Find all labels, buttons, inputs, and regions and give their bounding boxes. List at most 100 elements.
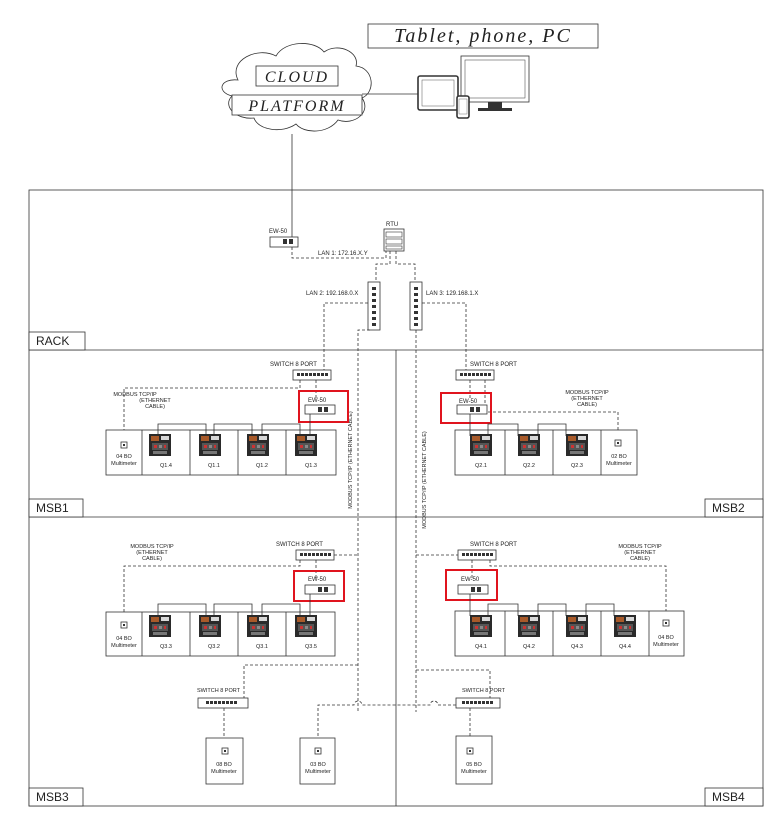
rack-ew50-device xyxy=(270,237,298,247)
lan2-to-msb1 xyxy=(324,303,368,372)
msb3-breaker-img-3 xyxy=(295,615,317,637)
msb2-switch-label: SWITCH 8 PORT xyxy=(470,362,517,368)
msb1-switch-label: SWITCH 8 PORT xyxy=(270,362,317,368)
msb4-breaker-3: Q4.4 xyxy=(619,644,631,650)
msb2-breaker-1: Q2.2 xyxy=(523,463,535,469)
msb3-meter-suffix: Multimeter xyxy=(111,643,137,649)
msb1-breaker-img-0 xyxy=(149,434,171,456)
msb2-breaker-0: Q2.1 xyxy=(475,463,487,469)
vertical-modbus-left: MODBUS TCP/IP (ETHERNET CABLE) xyxy=(348,411,354,509)
devices-icon xyxy=(418,56,529,118)
bottom-meter-0-suffix: Multimeter xyxy=(211,769,237,775)
msb4-meter-suffix: Multimeter xyxy=(653,642,679,648)
bottom-meter-2-box xyxy=(456,736,492,784)
msb1-meter-suffix: Multimeter xyxy=(111,461,137,467)
lan2-uplink xyxy=(376,251,390,282)
msb2-meter-code: 02 BO xyxy=(611,454,627,460)
msb4-breaker-0: Q4.1 xyxy=(475,644,487,650)
bottom-meter-1-suffix: Multimeter xyxy=(305,769,331,775)
msb3-switch-label: SWITCH 8 PORT xyxy=(276,542,323,548)
msb1-breaker-2: Q1.2 xyxy=(256,463,268,469)
msb1-ew50-device xyxy=(305,405,335,414)
msb3-breaker-img-2 xyxy=(247,615,269,637)
msb1-switch xyxy=(293,370,331,380)
cloud-line1: CLOUD xyxy=(265,69,329,86)
bottom-meter-0-box xyxy=(206,738,243,784)
msb3-bottom-switch-link xyxy=(244,665,358,698)
msb4-modbus-3: CABLE) xyxy=(630,556,650,562)
msb3-breaker-1: Q3.2 xyxy=(208,644,220,650)
msb3-ew50-device xyxy=(305,585,335,594)
msb1-label: MSB1 xyxy=(36,501,69,515)
msb2-modbus-3: CABLE) xyxy=(577,402,597,408)
msb1-breaker-img-3 xyxy=(295,434,317,456)
lan2-label: LAN 2: 192.168.0.X xyxy=(306,291,358,297)
cloud-shape xyxy=(222,43,371,131)
msb2-breaker-img-0 xyxy=(470,434,492,456)
msb4-breaker-2: Q4.3 xyxy=(571,644,583,650)
msb4-breaker-img-0 xyxy=(470,615,492,637)
bottom-right-switch-label: SWITCH 8 PORT xyxy=(462,688,506,694)
msb2-breaker-2: Q2.3 xyxy=(571,463,583,469)
msb1-meter-code: 04 BO xyxy=(116,454,132,460)
msb1-ew50-label: EW-50 xyxy=(308,398,327,404)
lan1-label: LAN 1: 172.16.X.Y xyxy=(318,251,368,257)
msb3-group: SWITCH 8 PORT MODBUS TCP/IP (ETHERNET CA… xyxy=(106,542,358,656)
lan3-label: LAN 3: 129.168.1.X xyxy=(426,291,478,297)
bottom-left-switch xyxy=(198,698,248,708)
rack-label: RACK xyxy=(36,334,69,348)
msb3-breaker-3: Q3.5 xyxy=(305,644,317,650)
msb2-group: SWITCH 8 PORT MODBUS TCP/IP (ETHERNET CA… xyxy=(441,362,637,475)
msb1-breaker-0: Q1.4 xyxy=(160,463,172,469)
msb4-group: SWITCH 8 PORT MODBUS TCP/IP (ETHERNET CA… xyxy=(416,542,684,656)
msb1-modbus-3: CABLE) xyxy=(145,404,165,410)
msb4-switch xyxy=(458,550,496,560)
msb2-ew50-device xyxy=(457,405,487,414)
msb4-breaker-img-1 xyxy=(518,615,540,637)
msb4-label: MSB4 xyxy=(712,790,745,804)
msb3-breaker-img-0 xyxy=(149,615,171,637)
msb3-label: MSB3 xyxy=(36,790,69,804)
bottom-meter-1-code: 03 BO xyxy=(310,762,326,768)
msb3-breaker-img-1 xyxy=(199,615,221,637)
lan3-switch xyxy=(410,282,422,330)
lan2-switch xyxy=(368,282,380,330)
msb1-breaker-1: Q1.1 xyxy=(208,463,220,469)
msb2-ew50-label: EW-50 xyxy=(459,399,478,405)
msb1-breaker-img-2 xyxy=(247,434,269,456)
lan3-to-msb2 xyxy=(422,303,466,372)
msb1-group: SWITCH 8 PORT MODBUS TCP/IP (ETHERNET CA… xyxy=(106,362,348,475)
rtu-device xyxy=(384,229,404,251)
bottom-right-switch xyxy=(456,698,500,708)
middle-meter-link xyxy=(318,701,456,748)
msb3-breaker-0: Q3.3 xyxy=(160,644,172,650)
msb3-modbus-3: CABLE) xyxy=(142,556,162,562)
msb4-breaker-1: Q4.2 xyxy=(523,644,535,650)
msb1-breaker-3: Q1.3 xyxy=(305,463,317,469)
rtu-label: RTU xyxy=(386,222,398,228)
lan3-uplink xyxy=(396,251,415,282)
msb2-label: MSB2 xyxy=(712,501,745,515)
bottom-left-switch-label: SWITCH 8 PORT xyxy=(197,688,241,694)
bottom-meter-2-suffix: Multimeter xyxy=(461,769,487,775)
msb3-switch xyxy=(296,550,334,560)
msb2-breaker-img-1 xyxy=(518,434,540,456)
msb2-meter-suffix: Multimeter xyxy=(606,461,632,467)
cloud-line2: PLATFORM xyxy=(247,98,345,115)
msb1-breaker-img-1 xyxy=(199,434,221,456)
bottom-meter-2-code: 05 BO xyxy=(466,762,482,768)
msb4-switch-label: SWITCH 8 PORT xyxy=(470,542,517,548)
msb2-switch xyxy=(456,370,494,380)
msb3-ew50-label: EW-50 xyxy=(308,577,327,583)
lan2-trunk-down xyxy=(358,330,370,712)
msb3-breaker-2: Q3.1 xyxy=(256,644,268,650)
msb4-breaker-img-2 xyxy=(566,615,588,637)
msb4-meter-code: 04 BO xyxy=(658,635,674,641)
msb3-meter-code: 04 BO xyxy=(116,636,132,642)
rack-ew50-label: EW-50 xyxy=(269,229,288,235)
msb2-breaker-img-2 xyxy=(566,434,588,456)
bottom-meter-1-box xyxy=(300,738,335,784)
bottom-meter-0-code: 08 BO xyxy=(216,762,232,768)
msb4-ew50-device xyxy=(458,585,488,594)
